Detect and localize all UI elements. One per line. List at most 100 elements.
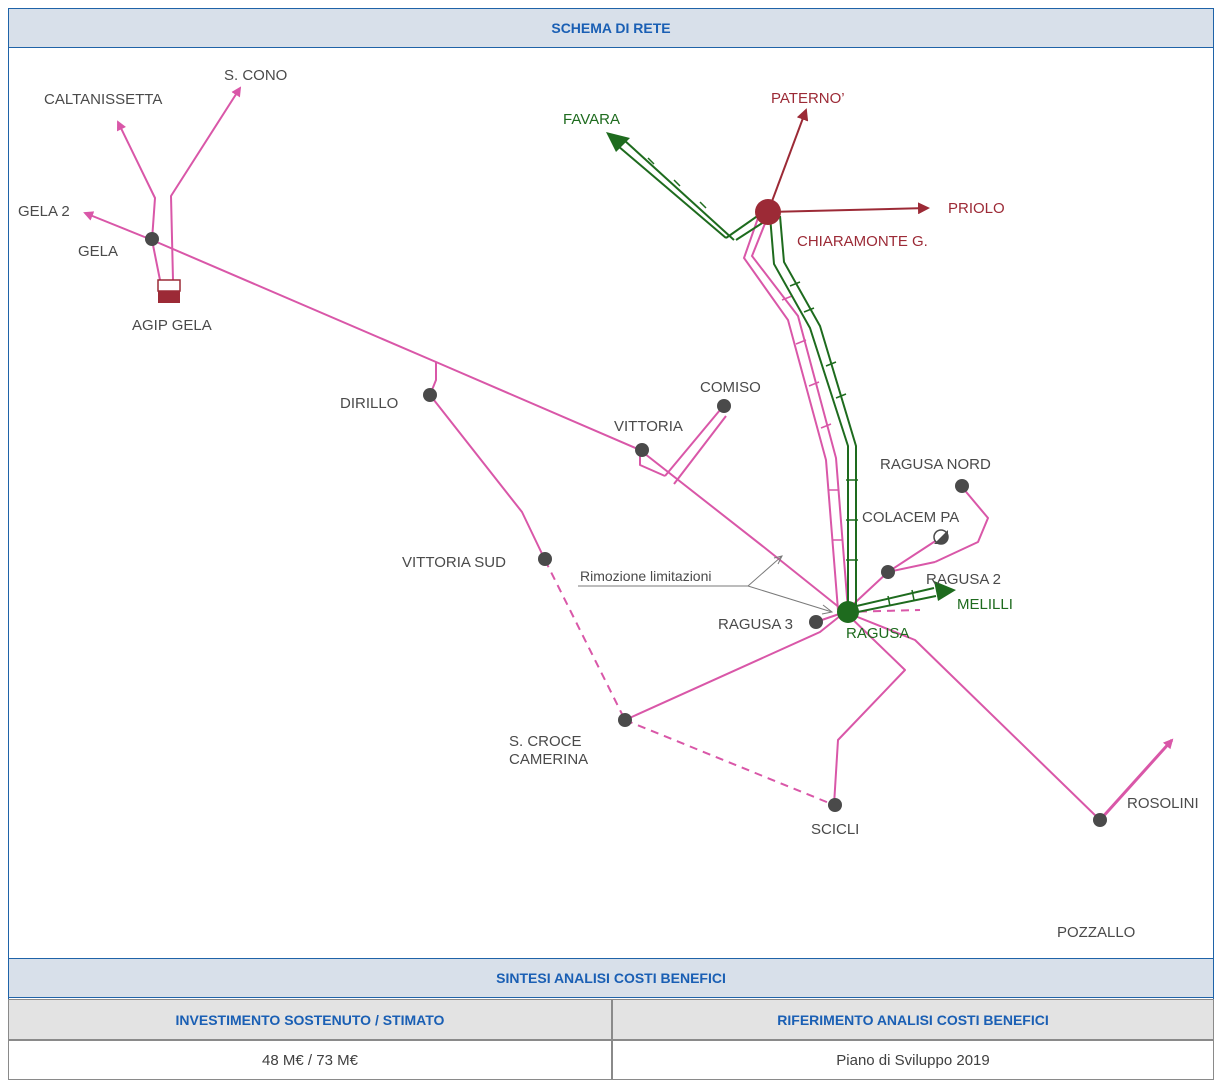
reference-column-header: RIFERIMENTO ANALISI COSTI BENEFICI <box>612 999 1214 1040</box>
map-labels: CALTANISSETTA S. CONO GELA 2 GELA AGIP G… <box>18 67 1199 941</box>
reference-header-label: RIFERIMENTO ANALISI COSTI BENEFICI <box>777 1011 1049 1028</box>
green-new-pipelines <box>617 139 937 615</box>
network-schema-header: SCHEMA DI RETE <box>8 8 1214 48</box>
label-ragusa: RAGUSA <box>846 625 909 642</box>
double-comiso-vittoria-a <box>664 409 721 477</box>
node-vittoria <box>635 443 649 457</box>
label-paterno: PATERNO’ <box>771 90 845 107</box>
agip-gela-icon <box>157 279 181 303</box>
favara-arrowhead <box>606 132 630 152</box>
pipeline-ragusa-scicli <box>833 611 906 806</box>
double-ragusa-chiaramonte-a <box>742 217 839 611</box>
tick <box>887 595 891 607</box>
green-ragusa-melilli-b <box>847 595 937 615</box>
planned-links <box>544 559 921 806</box>
network-schema-title: SCHEMA DI RETE <box>551 20 671 36</box>
melilli-arrowhead <box>934 581 956 601</box>
label-favara: FAVARA <box>563 111 620 128</box>
pipeline-ragusa-nord <box>934 486 989 563</box>
pipeline-chiaramonte-paterno <box>767 108 809 213</box>
tick <box>647 157 655 165</box>
label-gela: GELA <box>78 243 118 260</box>
label-colacem: COLACEM PA <box>862 509 959 526</box>
investment-value-cell: 48 M€ / 73 M€ <box>8 1040 612 1080</box>
node-chiaramonte <box>755 199 781 225</box>
dashed-vittoria-sud-s-croce <box>544 559 626 721</box>
investment-column-header: INVESTIMENTO SOSTENUTO / STIMATO <box>8 999 612 1040</box>
summary-title: SINTESI ANALISI COSTI BENEFICI <box>496 970 726 986</box>
label-chiaramonte: CHIARAMONTE G. <box>797 233 928 250</box>
nodes <box>145 199 1107 827</box>
green-ticks <box>647 157 915 607</box>
node-scicli <box>828 798 842 812</box>
rimozione-arrow-tip <box>773 555 783 565</box>
tick <box>820 423 832 429</box>
rimozione-leaders <box>578 555 834 615</box>
label-melilli: MELILLI <box>957 596 1013 613</box>
double-comiso-vittoria-b <box>673 415 727 485</box>
label-caltanissetta: CALTANISSETTA <box>44 91 162 108</box>
pipeline-ragusa-pozzallo <box>844 611 1101 821</box>
tick <box>789 281 801 287</box>
node-ragusa <box>837 601 859 623</box>
node-ragusa2 <box>881 565 895 579</box>
label-priolo: PRIOLO <box>948 200 1005 217</box>
tick <box>795 339 807 345</box>
investment-value: 48 M€ / 73 M€ <box>262 1051 358 1069</box>
label-dirillo: DIRILLO <box>340 395 398 412</box>
tick <box>835 393 847 399</box>
reference-value: Piano di Sviluppo 2019 <box>836 1051 990 1069</box>
dashed-s-croce-scicli <box>624 719 835 806</box>
tick <box>673 179 681 187</box>
node-pozzallo <box>1093 813 1107 827</box>
diagram-frame <box>8 8 1214 1080</box>
pipeline-gela-gela2 <box>83 211 153 241</box>
label-agip-gela: AGIP GELA <box>132 317 212 334</box>
node-vittoria-sud <box>538 552 552 566</box>
green-favara-d <box>623 139 735 241</box>
tick <box>911 589 915 601</box>
node-dirillo <box>423 388 437 402</box>
pink-double-lines <box>664 215 849 611</box>
label-vittoria-sud: VITTORIA SUD <box>402 554 506 571</box>
node-gela <box>145 232 159 246</box>
node-ragusa3 <box>809 615 823 629</box>
tick <box>699 201 707 209</box>
node-ragusa-nord <box>955 479 969 493</box>
label-gela2: GELA 2 <box>18 203 70 220</box>
label-s-cono: S. CONO <box>224 67 287 84</box>
label-comiso: COMISO <box>700 379 761 396</box>
pink-double-ticks <box>781 295 842 541</box>
double-ragusa-chiaramonte-b <box>750 215 849 611</box>
reference-value-cell: Piano di Sviluppo 2019 <box>612 1040 1214 1080</box>
label-ragusa2: RAGUSA 2 <box>926 571 1001 588</box>
green-ragusa-melilli-a <box>847 587 935 609</box>
pipeline-dirillo-vittoria-sud <box>429 394 546 561</box>
pipeline-chiaramonte-priolo <box>767 202 930 215</box>
colacem-icon <box>933 529 949 545</box>
investment-header-label: INVESTIMENTO SOSTENUTO / STIMATO <box>175 1011 445 1028</box>
existing-pipelines <box>83 86 1174 822</box>
red-pipelines <box>767 108 930 215</box>
pipeline-gela-caltanissetta <box>117 120 161 281</box>
green-ragusa-chiaramonte-a <box>769 215 849 608</box>
label-ragusa-nord: RAGUSA NORD <box>880 456 991 473</box>
green-ragusa-chiaramonte-b <box>779 215 857 608</box>
tick <box>781 295 793 301</box>
green-favara-c <box>617 145 727 239</box>
dashed-ragusa-east <box>844 609 921 613</box>
tick <box>808 381 820 387</box>
pipeline-pozzallo-rosolini <box>1098 738 1174 822</box>
label-s-croce-line1: S. CROCE <box>509 733 582 750</box>
summary-header: SINTESI ANALISI COSTI BENEFICI <box>8 958 1214 998</box>
pipeline-colacem <box>887 537 941 573</box>
tick <box>803 307 815 313</box>
label-scicli: SCICLI <box>811 821 859 838</box>
label-s-croce-line2: CAMERINA <box>509 751 588 768</box>
node-s-croce <box>618 713 632 727</box>
rimozione-arrow-tip <box>821 604 834 615</box>
label-ragusa3: RAGUSA 3 <box>718 616 793 633</box>
label-pozzallo: POZZALLO <box>1057 924 1135 941</box>
label-rosolini: ROSOLINI <box>1127 795 1199 812</box>
